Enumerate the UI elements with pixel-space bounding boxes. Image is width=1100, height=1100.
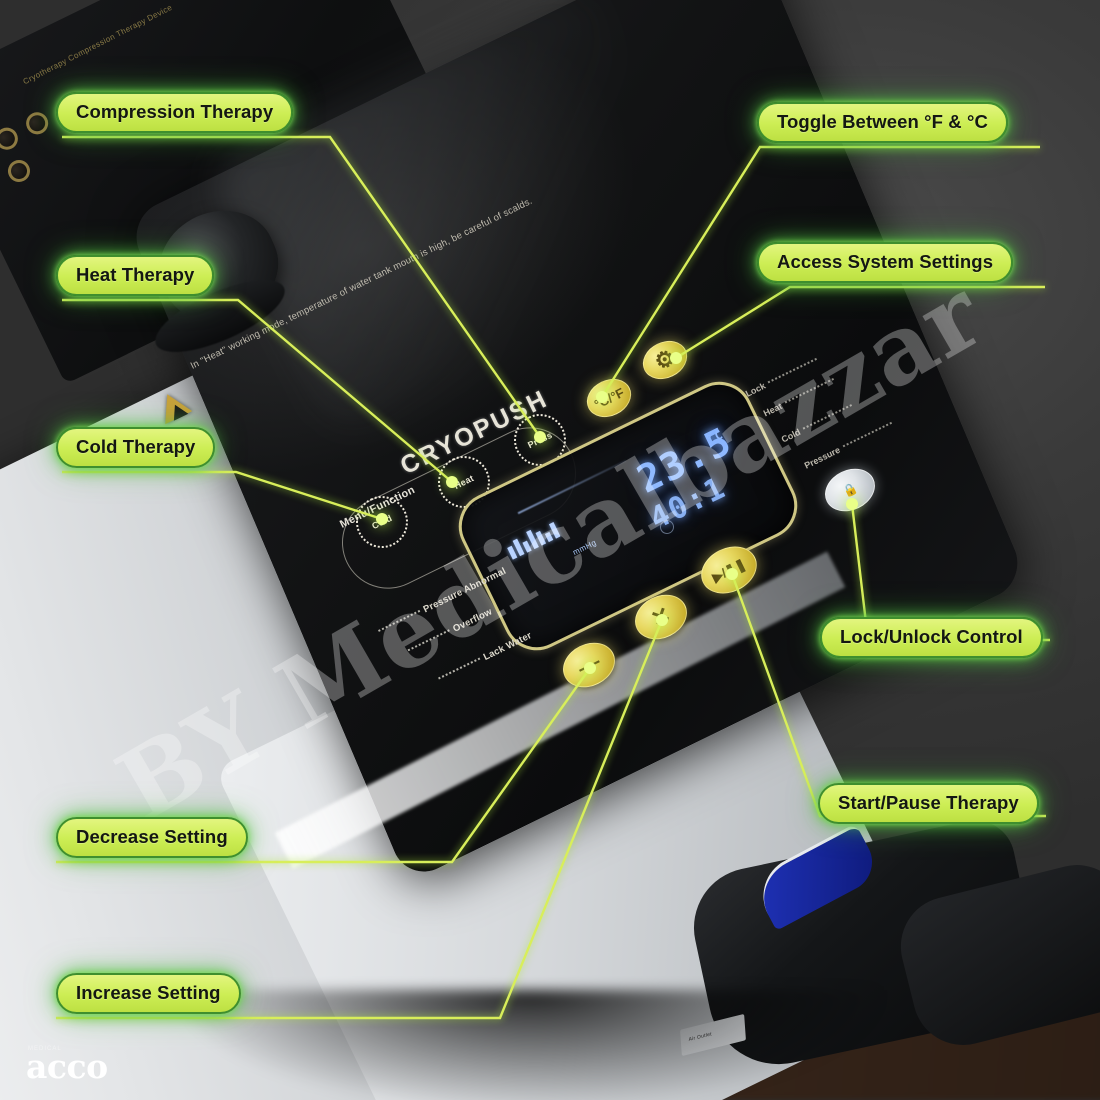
floor-shadow	[180, 990, 880, 1100]
callout-toggle-f-c[interactable]: Toggle Between °F & °C	[757, 102, 1008, 143]
plus-icon: ✕	[647, 601, 675, 632]
function-button-cold-label: Cold	[370, 512, 394, 532]
celsius-fahrenheit-icon: °C/°F	[591, 384, 627, 412]
callout-increase-setting[interactable]: Increase Setting	[56, 973, 241, 1014]
acco-logo: acco	[26, 1047, 108, 1086]
function-button-press-label: Press	[526, 429, 554, 451]
play-pause-icon: ▶/❚❚	[709, 555, 749, 585]
callout-decrease-setting[interactable]: Decrease Setting	[56, 817, 248, 858]
callout-heat-therapy[interactable]: Heat Therapy	[56, 255, 215, 296]
logo-subtitle: MEDICAL	[28, 1046, 62, 1052]
lock-icon: 🔒	[840, 480, 860, 500]
callout-start-pause-therapy[interactable]: Start/Pause Therapy	[818, 783, 1039, 824]
callout-lock-unlock-control[interactable]: Lock/Unlock Control	[820, 617, 1043, 658]
gear-icon: ⚙	[650, 343, 680, 376]
callout-cold-therapy[interactable]: Cold Therapy	[56, 427, 216, 468]
minus-icon: —	[573, 648, 605, 681]
function-button-heat-label: Heat	[452, 472, 476, 492]
callout-compression-therapy[interactable]: Compression Therapy	[56, 92, 294, 133]
callout-access-system-settings[interactable]: Access System Settings	[757, 242, 1014, 283]
